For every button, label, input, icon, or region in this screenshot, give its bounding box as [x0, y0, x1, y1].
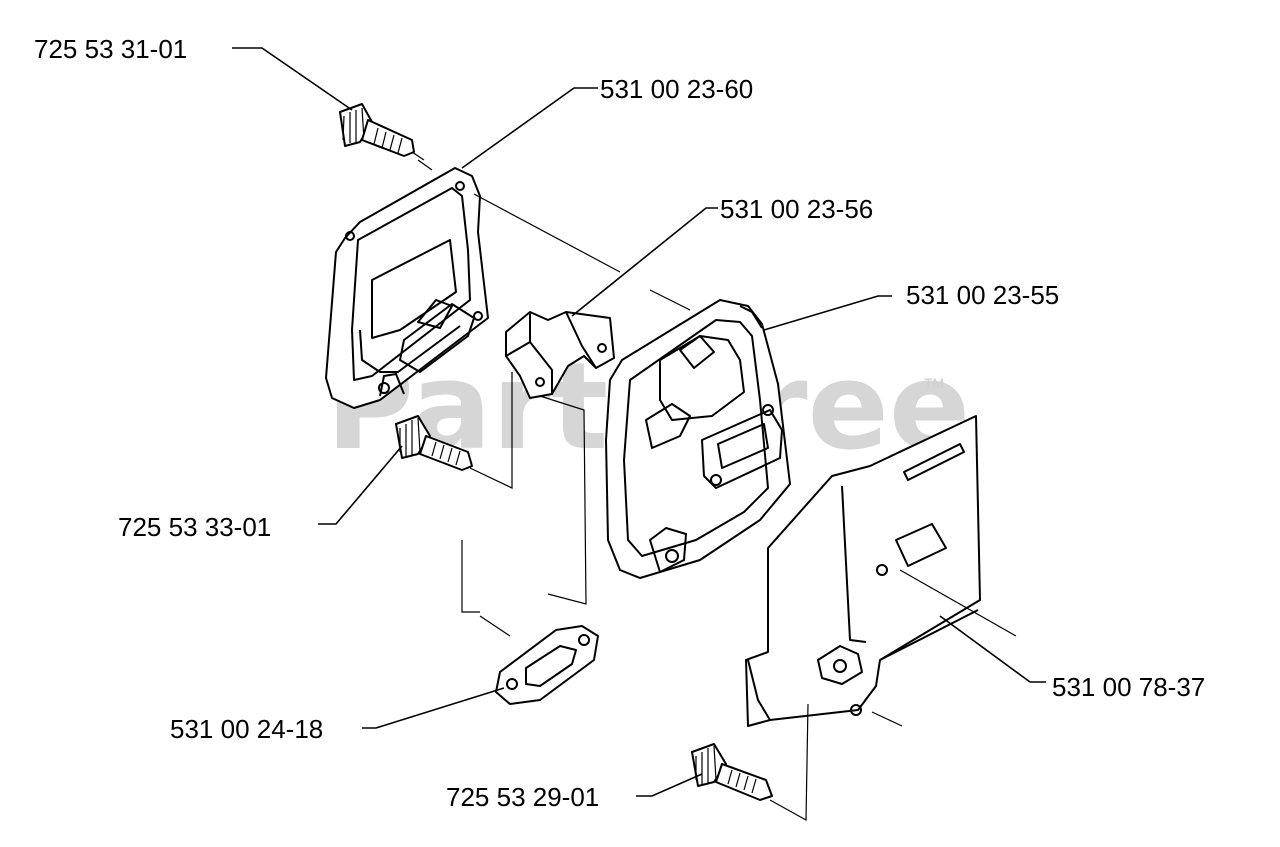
bolt-bottom[interactable]	[691, 743, 773, 801]
cover-part[interactable]	[325, 167, 489, 409]
watermark-trademark: TM	[924, 375, 944, 391]
label-531-00-24-18: 531 00 24-18	[170, 714, 323, 744]
label-531-00-23-56: 531 00 23-56	[720, 194, 873, 224]
gasket-part[interactable]	[495, 625, 599, 705]
leader-lines	[232, 47, 1046, 822]
label-531-00-23-55: 531 00 23-55	[906, 280, 1059, 310]
label-725-53-29-01: 725 53 29-01	[446, 782, 599, 812]
label-725-53-33-01: 725 53 33-01	[118, 512, 271, 542]
label-531-00-23-60: 531 00 23-60	[600, 74, 753, 104]
muffler-part[interactable]	[605, 299, 791, 579]
bracket-part[interactable]	[505, 311, 615, 399]
label-725-53-31-01: 725 53 31-01	[34, 34, 187, 64]
plate-part[interactable]	[745, 415, 981, 727]
label-531-00-78-37: 531 00 78-37	[1052, 672, 1205, 702]
part-labels: 725 53 31-01 531 00 23-60 531 00 23-56 5…	[34, 34, 1205, 812]
bolt-top[interactable]	[339, 103, 415, 157]
bolt-middle[interactable]	[395, 415, 473, 471]
